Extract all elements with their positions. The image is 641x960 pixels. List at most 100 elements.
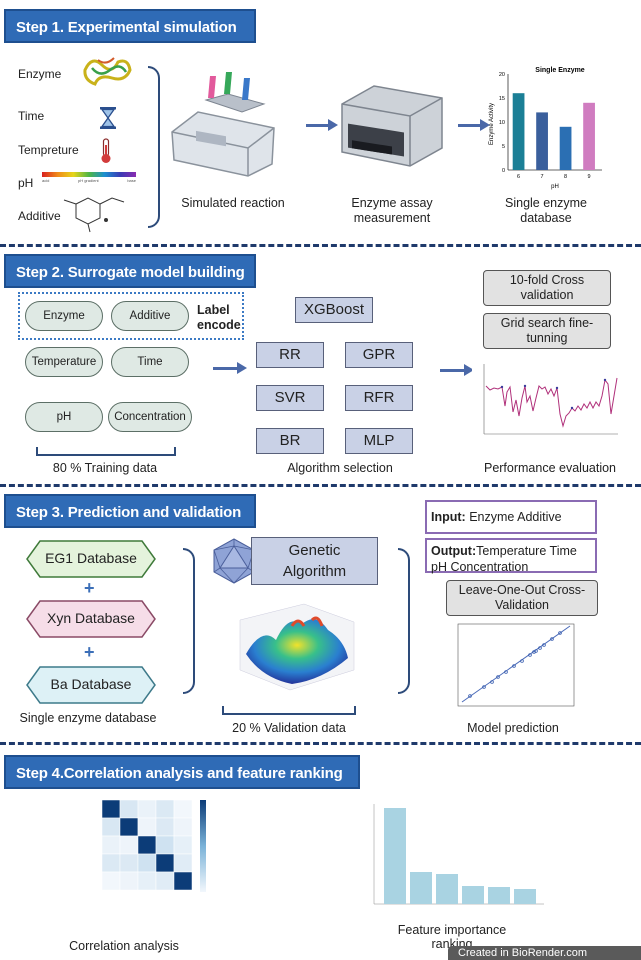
ph-bar-gradient: pH gradient	[77, 178, 99, 183]
mini-chart-ytick: 10	[499, 120, 505, 126]
mini-chart-xtick: 9	[588, 174, 591, 180]
caption-simulated-reaction: Simulated reaction	[181, 196, 285, 210]
plate-reader-icon	[341, 85, 443, 167]
caption-model-prediction: Model prediction	[467, 721, 559, 735]
caption-correlation-analysis: Correlation analysis	[69, 939, 179, 953]
feature-time: Time	[111, 347, 189, 377]
heatmap-cell	[119, 853, 139, 873]
plus-1: +	[84, 578, 95, 598]
heatmap-cell	[101, 871, 121, 891]
input-box: Input: Enzyme Additive	[425, 500, 597, 534]
caption-single-enzyme-db: Single enzyme database	[505, 196, 587, 225]
step2-banner: Step 2. Surrogate model building	[4, 254, 256, 288]
performance-line-plot	[472, 356, 622, 448]
feature-additive: Additive	[111, 301, 189, 331]
xyn-database-label: Xyn Database	[47, 610, 135, 626]
genetic-algorithm-box: Genetic Algorithm	[251, 537, 378, 585]
arrow-step1-b	[458, 119, 490, 131]
input-enzyme-label: Enzyme	[18, 67, 62, 81]
input-time-label: Time	[18, 109, 45, 123]
heatmap-cell	[101, 853, 121, 873]
output-box-text: Temperature Time pH Concentration	[431, 544, 577, 574]
heatmap-cell	[137, 799, 157, 819]
mini-chart-xtick: 7	[541, 174, 544, 180]
heatmap-cell	[119, 799, 139, 819]
step1-input-brace	[148, 66, 160, 228]
model-prediction-scatter	[440, 620, 578, 718]
feature-importance-bar-chart	[373, 804, 544, 905]
mini-chart-bar	[559, 126, 572, 170]
correlation-heatmap	[101, 799, 206, 892]
mini-chart-bar	[536, 112, 548, 170]
heatmap-cell	[173, 853, 193, 873]
caption-performance-evaluation: Performance evaluation	[483, 461, 617, 475]
caption-algorithm-selection: Algorithm selection	[287, 461, 393, 475]
heatmap-cell	[155, 817, 175, 837]
protein-icon	[83, 57, 132, 86]
arrow-step2-b	[440, 364, 474, 376]
icosahedron-icon	[213, 538, 255, 584]
heatmap-cell	[155, 835, 175, 855]
mini-chart-xtick: 6	[517, 174, 520, 180]
heatmap-cell	[137, 835, 157, 855]
step3-left-brace	[183, 548, 195, 694]
heatmap-cell	[155, 799, 175, 819]
mini-chart-xlabel: pH	[551, 184, 559, 190]
mini-chart-ytick: 0	[502, 168, 505, 174]
arrow-step2-a	[213, 362, 247, 374]
box-grid-search: Grid search fine-tunning	[483, 313, 611, 349]
algo-gpr: GPR	[345, 342, 413, 368]
feature-ph: pH	[25, 402, 103, 432]
ph-gradient-bar	[42, 172, 136, 177]
box-loocv: Leave-One-Out Cross-Validation	[446, 580, 598, 616]
feature-temperature: Temperature	[25, 347, 103, 377]
heatmap-cell	[119, 835, 139, 855]
input-box-text: Enzyme Additive	[465, 510, 562, 524]
mini-chart-bar	[583, 102, 595, 170]
output-box-label: Output:	[431, 544, 477, 558]
label-encode-group	[18, 292, 244, 340]
mini-chart-title: Single Enzyme	[535, 67, 585, 74]
thermometer-icon	[101, 138, 111, 163]
step1-banner: Step 1. Experimental simulation	[4, 9, 256, 43]
step3-right-brace	[398, 548, 410, 694]
arrow-step1-a	[306, 119, 338, 131]
heatmap-cell	[173, 871, 193, 891]
heatmap-cell	[119, 817, 139, 837]
eg1-database-hexagon	[26, 540, 156, 578]
caption-training-data: 80 % Training data	[52, 461, 158, 475]
heatmap-cell	[101, 799, 121, 819]
input-additive-label: Additive	[18, 209, 61, 223]
output-box: Output:Temperature Time pH Concentration	[425, 538, 597, 574]
algo-mlp: MLP	[345, 428, 413, 454]
heatmap-cell	[101, 817, 121, 837]
divider-2	[0, 484, 641, 487]
eg1-database-label: EG1 Database	[45, 550, 137, 566]
biorender-footer: Created in BioRender.com	[448, 946, 641, 960]
label-encode-text: Label encode	[197, 303, 241, 332]
feature-enzyme: Enzyme	[25, 301, 103, 331]
heatmap-cell	[137, 871, 157, 891]
heatmap-cell	[137, 853, 157, 873]
ba-database-hexagon	[26, 666, 156, 704]
step3-banner: Step 3. Prediction and validation	[4, 494, 256, 528]
algo-xgboost: XGBoost	[295, 297, 373, 323]
mini-chart-bar	[512, 93, 525, 170]
validation-bracket	[222, 706, 356, 715]
heatmap-cell	[173, 835, 193, 855]
ba-database-label: Ba Database	[50, 676, 132, 692]
caption-validation-data: 20 % Validation data	[232, 721, 346, 735]
algo-svr: SVR	[256, 385, 324, 411]
ph-bar-acid: acid	[42, 178, 50, 183]
mini-chart-ylabel: Enzyme Activity	[489, 103, 495, 145]
heatmap-cell	[137, 817, 157, 837]
additive-molecule-icon	[63, 197, 125, 233]
heatmap-cell	[173, 799, 193, 819]
divider-1	[0, 244, 641, 247]
plus-2: +	[84, 642, 95, 662]
heatmap-cell	[155, 853, 175, 873]
surface-3d-plot	[239, 603, 355, 691]
algo-rr: RR	[256, 342, 324, 368]
algo-rfr: RFR	[345, 385, 413, 411]
